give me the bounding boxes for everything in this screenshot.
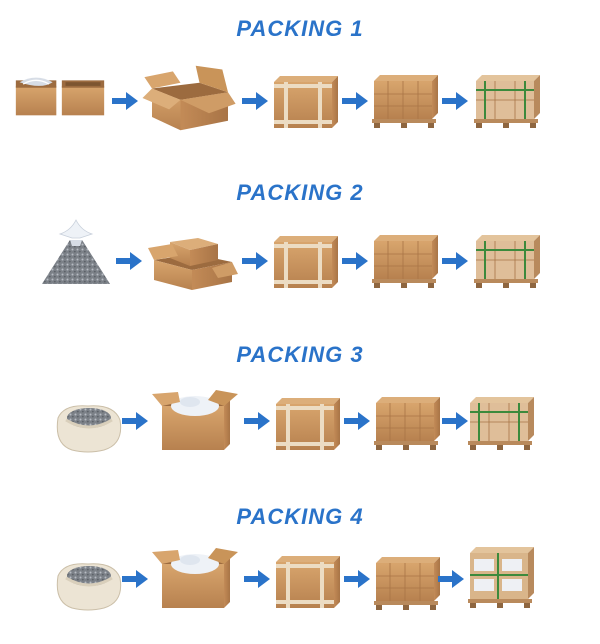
palletized-cartons-icon [370, 72, 440, 130]
arrow-icon [112, 92, 138, 110]
arrow-icon [244, 412, 270, 430]
section-title-4: PACKING 4 [236, 504, 364, 529]
arrow-icon [442, 252, 468, 270]
sealed-carton-icon [272, 554, 342, 610]
carton-with-liner-icon [150, 390, 240, 454]
open-carton-icon [140, 60, 240, 136]
wrapped-pallet-icon [472, 72, 542, 130]
arrow-icon [122, 570, 148, 588]
palletized-cartons-icon [370, 232, 440, 290]
wrapped-pallet-icon [472, 232, 542, 290]
arrow-icon [242, 92, 268, 110]
plastic-bag-icon [36, 218, 116, 288]
open-boxes-icon [14, 72, 106, 120]
section-title-1: PACKING 1 [236, 16, 364, 41]
arrow-icon [344, 570, 370, 588]
palletized-cartons-icon [372, 554, 442, 612]
small-open-cartons-icon [148, 222, 238, 292]
arrow-icon [342, 92, 368, 110]
arrow-icon [442, 412, 468, 430]
carton-with-liner-icon [150, 548, 240, 612]
woven-sack-icon [54, 556, 124, 612]
packing-row-2 [0, 218, 600, 318]
section-title-3: PACKING 3 [236, 342, 364, 367]
sealed-carton-icon [272, 396, 342, 452]
section-title-2: PACKING 2 [236, 180, 364, 205]
packing-row-1 [0, 60, 600, 160]
packing-row-3 [0, 386, 600, 486]
arrow-icon [242, 252, 268, 270]
wrapped-pallet-icon [466, 394, 536, 452]
wrapped-pallet-icon [466, 544, 536, 610]
arrow-icon [244, 570, 270, 588]
arrow-icon [122, 412, 148, 430]
palletized-cartons-icon [372, 394, 442, 452]
packing-row-4 [0, 544, 600, 644]
arrow-icon [342, 252, 368, 270]
arrow-icon [344, 412, 370, 430]
woven-sack-icon [54, 398, 124, 454]
arrow-icon [442, 92, 468, 110]
sealed-carton-icon [270, 74, 340, 130]
arrow-icon [438, 570, 464, 588]
arrow-icon [116, 252, 142, 270]
sealed-carton-icon [270, 234, 340, 290]
